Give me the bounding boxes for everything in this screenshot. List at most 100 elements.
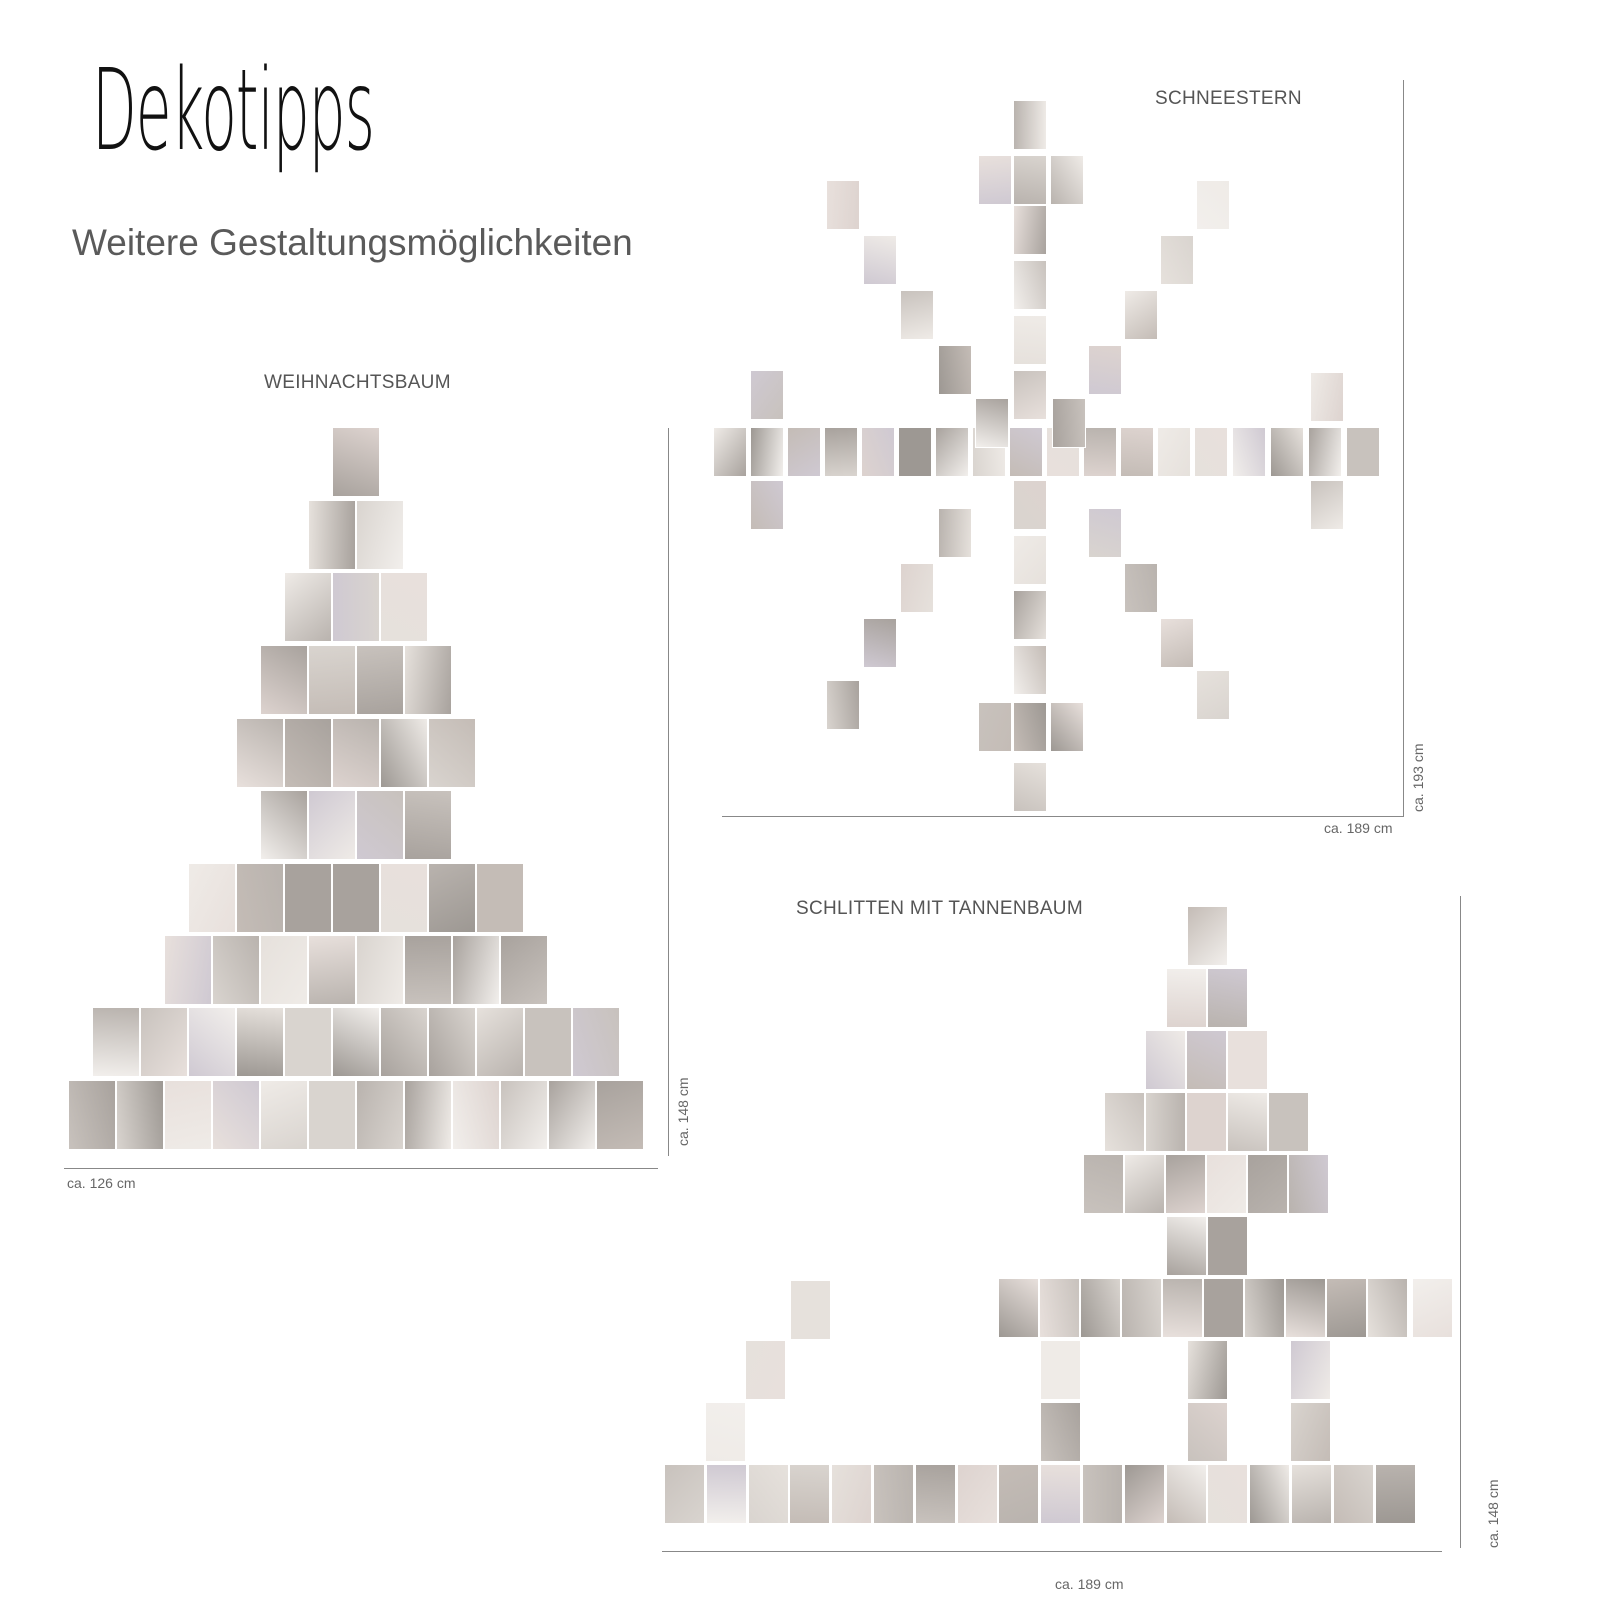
tree-photo-tile: [404, 790, 452, 860]
tree-photo-tile: [476, 863, 524, 933]
tree-photo-tile: [380, 863, 428, 933]
sled-photo-tile: [789, 1464, 831, 1524]
sled-photo-tile: [1207, 1216, 1248, 1276]
sled-photo-tile: [998, 1464, 1040, 1524]
sled-photo-tile: [1162, 1278, 1203, 1338]
sled-width-label: ca. 189 cm: [1055, 1576, 1124, 1592]
star-photo-tile: [1013, 480, 1047, 530]
star-photo-tile: [750, 427, 784, 477]
star-photo-tile: [1196, 180, 1230, 230]
tree-photo-tile: [596, 1080, 644, 1150]
star-photo-tile: [1310, 480, 1344, 530]
tree-photo-tile: [236, 863, 284, 933]
sled-photo-tile: [1123, 1464, 1165, 1524]
tree-height-rule: [668, 428, 669, 1156]
star-caption: SCHNEESTERN: [1155, 88, 1302, 109]
star-photo-tile: [938, 345, 972, 395]
star-photo-tile: [1088, 508, 1122, 558]
tree-photo-tile: [404, 1080, 452, 1150]
tree-photo-tile: [428, 1007, 476, 1077]
sled-photo-tile: [914, 1464, 956, 1524]
star-height-rule: [1403, 80, 1404, 816]
tree-photo-tile: [260, 935, 308, 1005]
tree-photo-tile: [164, 1080, 212, 1150]
tree-photo-tile: [380, 572, 428, 642]
sled-photo-tile: [1285, 1278, 1326, 1338]
star-photo-tile: [1083, 427, 1117, 477]
tree-photo-tile: [332, 572, 380, 642]
star-photo-tile: [824, 427, 858, 477]
sled-photo-tile: [1124, 1154, 1165, 1214]
sled-height-rule: [1460, 896, 1461, 1548]
sled-photo-tile: [1290, 1402, 1331, 1462]
star-photo-tile: [1160, 618, 1194, 668]
sled-photo-tile: [747, 1464, 789, 1524]
tree-photo-tile: [284, 572, 332, 642]
sled-photo-tile: [1186, 1030, 1227, 1090]
star-photo-tile: [1050, 702, 1084, 752]
sled-photo-tile: [1145, 1092, 1186, 1152]
star-photo-tile: [863, 235, 897, 285]
tree-photo-tile: [500, 1080, 548, 1150]
tree-photo-tile: [404, 645, 452, 715]
tree-photo-tile: [524, 1007, 572, 1077]
tree-photo-tile: [212, 935, 260, 1005]
star-photo-tile: [1232, 427, 1266, 477]
star-photo-tile: [1120, 427, 1154, 477]
star-photo-tile: [938, 508, 972, 558]
sled-photo-tile: [1166, 968, 1207, 1028]
sled-photo-tile: [664, 1464, 705, 1524]
sled-photo-tile: [705, 1464, 747, 1524]
star-width-label: ca. 189 cm: [1324, 820, 1393, 836]
star-photo-tile: [1052, 398, 1086, 448]
tree-photo-tile: [356, 645, 404, 715]
star-photo-tile: [826, 180, 860, 230]
sled-photo-tile: [1165, 1154, 1206, 1214]
sled-photo-tile: [1040, 1464, 1082, 1524]
star-photo-tile: [1196, 670, 1230, 720]
tree-photo-tile: [92, 1007, 140, 1077]
star-photo-tile: [1013, 535, 1047, 585]
star-photo-tile: [1013, 155, 1047, 205]
sled-photo-tile: [1207, 1464, 1249, 1524]
star-photo-tile: [1157, 427, 1191, 477]
tree-photo-tile: [260, 1080, 308, 1150]
star-photo-tile: [975, 398, 1009, 448]
sled-photo-tile: [831, 1464, 873, 1524]
sled-photo-tile: [873, 1464, 914, 1524]
tree-photo-tile: [428, 863, 476, 933]
star-photo-tile: [863, 618, 897, 668]
sled-photo-tile: [1268, 1092, 1309, 1152]
sled-photo-tile: [1332, 1464, 1374, 1524]
sled-photo-tile: [1203, 1278, 1244, 1338]
tree-photo-tile: [404, 935, 452, 1005]
sled-caption: SCHLITTEN MIT TANNENBAUM: [796, 898, 1083, 919]
tree-photo-tile: [308, 790, 356, 860]
tree-photo-tile: [572, 1007, 620, 1077]
sled-photo-tile: [1288, 1154, 1329, 1214]
star-photo-tile: [1308, 427, 1342, 477]
tree-photo-tile: [308, 645, 356, 715]
star-photo-tile: [898, 427, 932, 477]
sled-photo-tile: [1186, 1092, 1227, 1152]
star-photo-tile: [1013, 645, 1047, 695]
star-photo-tile: [1160, 235, 1194, 285]
star-photo-tile: [1124, 563, 1158, 613]
tree-photo-tile: [452, 935, 500, 1005]
sled-photo-tile: [1082, 1464, 1123, 1524]
sled-photo-tile: [1227, 1030, 1268, 1090]
star-photo-tile: [1194, 427, 1228, 477]
sled-photo-tile: [1083, 1154, 1124, 1214]
star-photo-tile: [1013, 370, 1047, 420]
tree-photo-tile: [68, 1080, 116, 1150]
sled-photo-tile: [1412, 1278, 1453, 1338]
sled-photo-tile: [1121, 1278, 1162, 1338]
sled-photo-tile: [790, 1280, 831, 1340]
star-width-rule: [722, 816, 1404, 817]
sled-width-rule: [662, 1551, 1442, 1552]
sled-photo-tile: [1247, 1154, 1288, 1214]
tree-photo-tile: [332, 863, 380, 933]
star-photo-tile: [1013, 590, 1047, 640]
tree-photo-tile: [356, 935, 404, 1005]
tree-photo-tile: [380, 1007, 428, 1077]
